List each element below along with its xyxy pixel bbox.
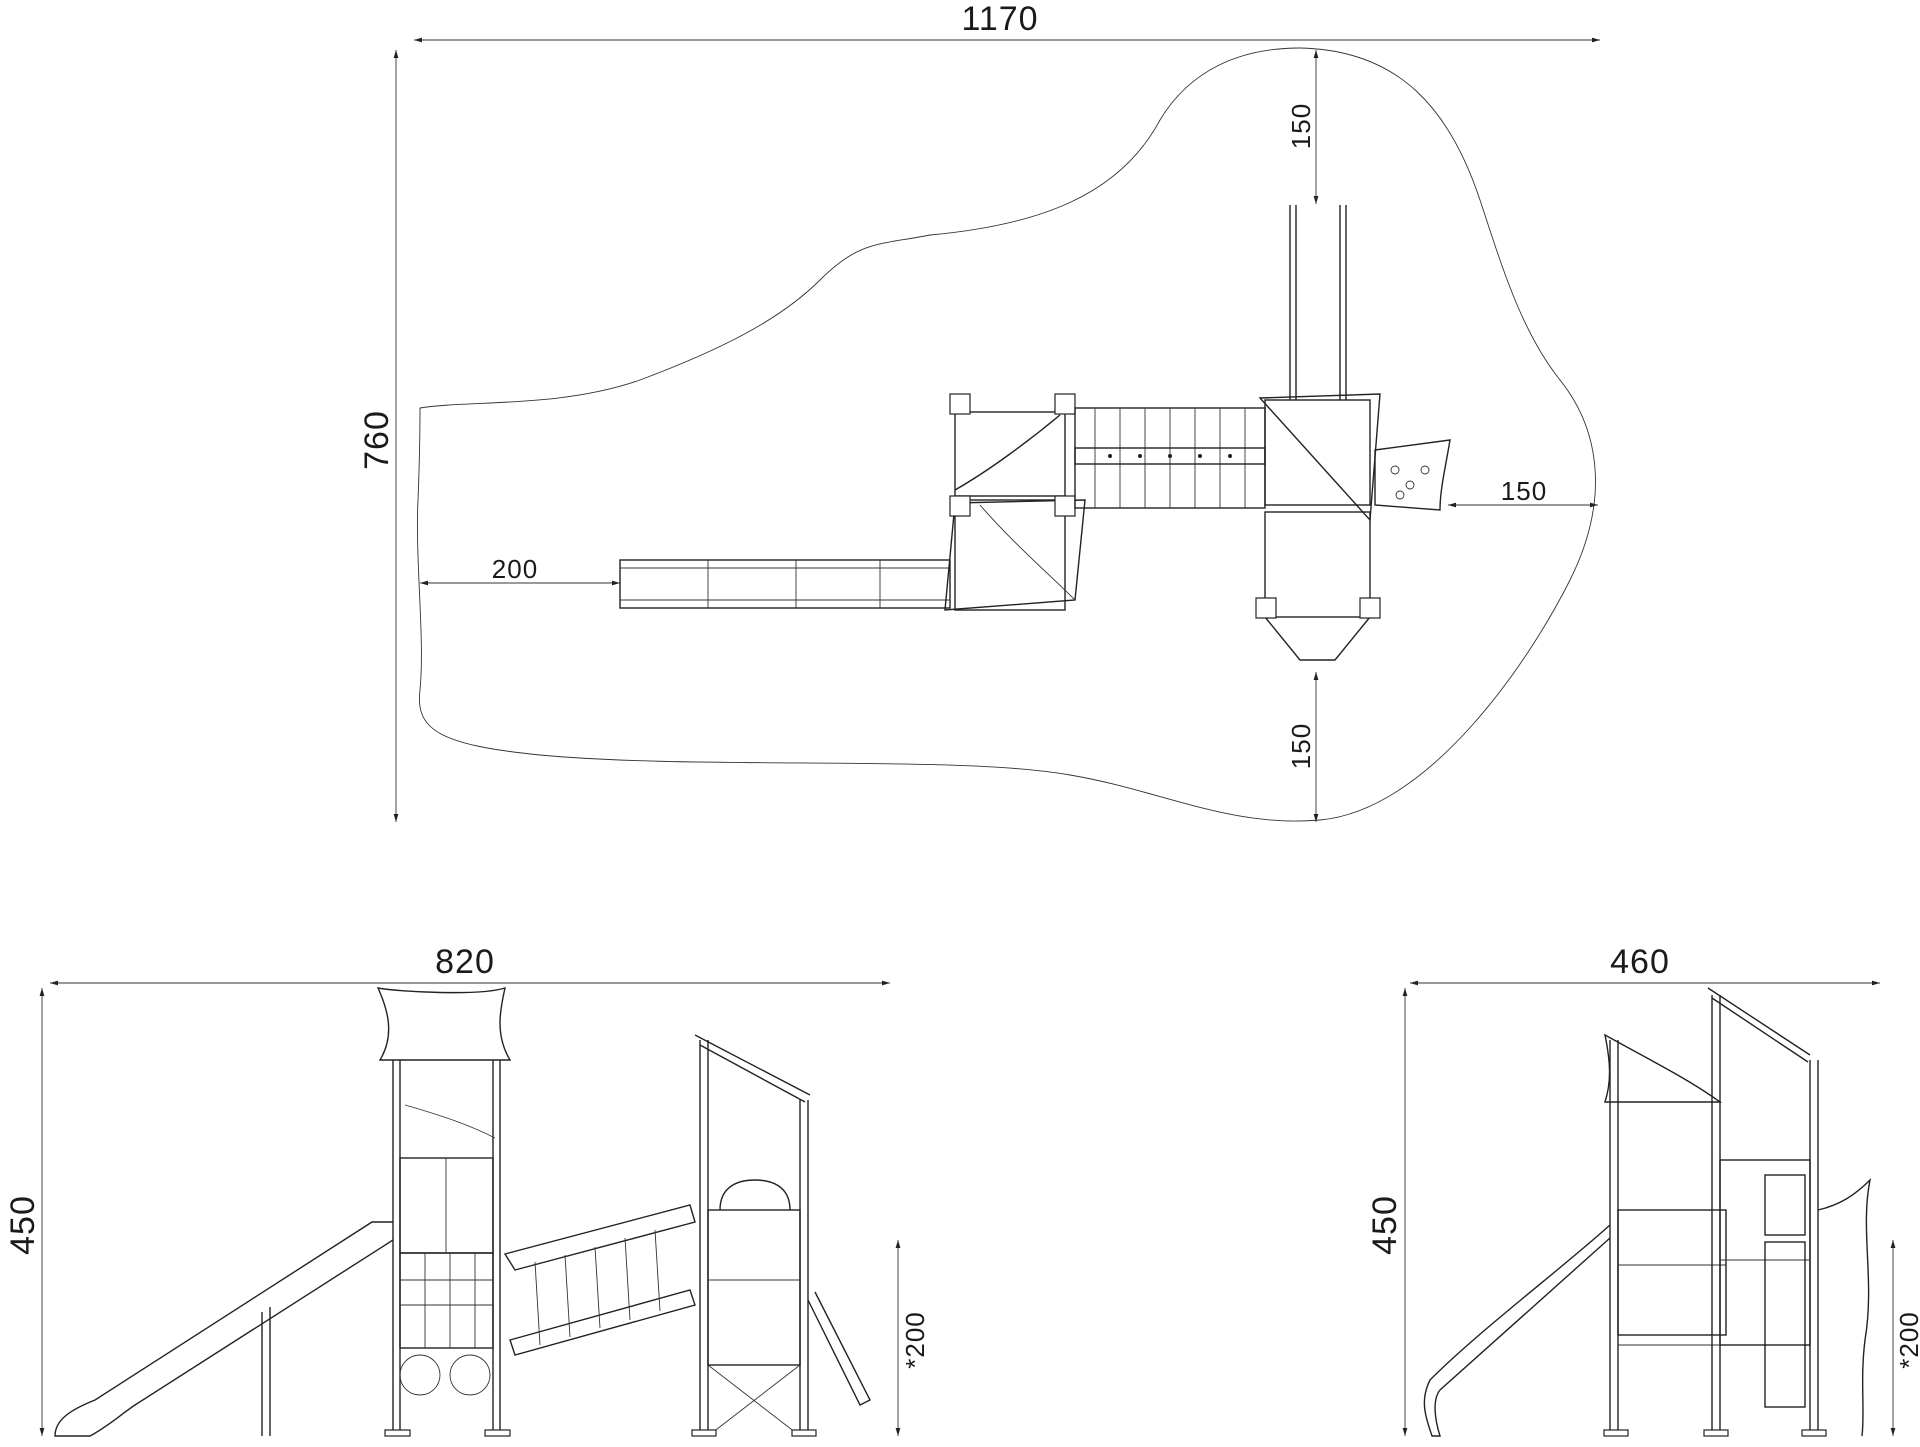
front-bridge xyxy=(503,1204,696,1356)
side-width-dimension: 460 xyxy=(1610,943,1670,981)
side-view: 460 450 *200 xyxy=(1366,943,1920,1437)
plan-right-tower xyxy=(1255,205,1451,661)
plan-left-tower xyxy=(944,393,1086,611)
front-width-dimension: 820 xyxy=(435,943,495,981)
plan-width-dimension: 1170 xyxy=(961,0,1038,38)
side-fall-height-dimension: *200 xyxy=(1894,1311,1920,1369)
side-left-tower xyxy=(1423,1033,1727,1437)
plan-bridge xyxy=(1074,407,1266,509)
plan-right-clearance-dimension: 150 xyxy=(1501,476,1547,506)
side-right-tower xyxy=(1603,987,1872,1437)
front-slide xyxy=(54,1221,394,1437)
plan-height-dimension: 760 xyxy=(358,410,396,470)
safety-zone-outline xyxy=(416,47,1596,822)
plan-top-clearance-dimension: 150 xyxy=(1286,103,1316,149)
plan-left-clearance-dimension: 200 xyxy=(492,554,538,584)
front-view: 820 450 *200 xyxy=(4,943,930,1437)
front-tower xyxy=(376,986,512,1437)
front-height-dimension: 450 xyxy=(4,1195,42,1255)
front-fall-height-dimension: *200 xyxy=(900,1311,930,1369)
plan-view: 1170 760 200 150 150 150 xyxy=(358,0,1600,822)
plan-bottom-clearance-dimension: 150 xyxy=(1286,723,1316,769)
side-height-dimension: 450 xyxy=(1366,1195,1404,1255)
plan-slide xyxy=(619,559,951,609)
front-right-tower xyxy=(691,1034,871,1437)
